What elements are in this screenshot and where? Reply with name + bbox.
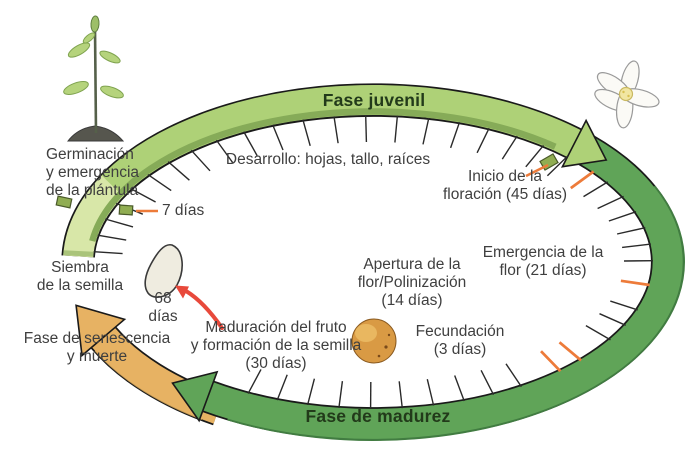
label-7-dias: 7 días [162,202,205,219]
label-fecundacion: Fecundación (3 días) [415,323,505,358]
day-tick [306,378,316,406]
flower-center [618,86,634,102]
label-emergencia-flor: Emergencia de la flor (21 días) [482,244,604,279]
day-tick [622,243,651,249]
band-juvenil [61,83,608,258]
day-tick [616,227,646,235]
day-tick [365,115,368,143]
phase-label-juvenil: Fase juvenil [322,90,426,110]
day-tick [247,369,262,394]
label-inicio-floracion: Inicio de la floración (45 días) [442,168,568,203]
day-tick [97,234,127,241]
phase-label-madurez: Fase de madurez [305,406,451,426]
day-tick [215,139,234,163]
day-tick [302,119,311,146]
seedling-illustration [63,15,125,142]
leaf [67,42,91,58]
milestone-tab [55,195,73,209]
day-tick [608,211,637,222]
day-tick [620,279,650,287]
juvenil-start-cap [63,250,94,257]
madurez-arrowhead [171,370,219,423]
day-tick [147,174,172,192]
day-tick [569,170,595,190]
day-tick [585,324,611,341]
day-tick [501,135,518,160]
day-tick [599,313,626,326]
day-tick [272,124,284,151]
flower-illustration [594,60,660,129]
day-tick [167,161,190,181]
day-tick [476,127,490,154]
juvenil-arrowhead [560,118,608,168]
day-tick [480,369,495,396]
seed-illustration [144,243,183,298]
label-desarrollo: Desarrollo: hojas, tallo, raíces [225,151,431,168]
day-tick [426,379,435,406]
tick-marks [93,115,654,410]
label-maduracion: Maduración del fruto y formación de la s… [190,319,362,372]
day-tick [597,195,624,210]
day-tick [454,375,465,402]
day-tick [610,300,638,311]
day-tick [540,350,562,373]
leaf [100,85,124,99]
bud [90,15,100,33]
leaf [63,81,89,95]
day-tick [276,374,288,401]
day-tick [449,121,461,149]
day-tick [105,218,134,228]
day-tick [333,116,339,144]
label-germinacion: Germinación y emergencia de la plántula [46,146,140,199]
day-tick [422,117,430,145]
day-tick [558,341,582,362]
milestone-tab [118,204,134,216]
day-tick [398,381,403,409]
day-tick [394,115,399,143]
label-68-dias: 68 días [148,290,178,325]
day-tick [525,144,545,168]
senescencia-arrowhead [75,304,127,358]
day-tick [130,187,156,203]
day-tick [243,131,258,156]
day-tick [338,381,344,408]
pointer-lines [136,163,549,213]
label-siembra: Siembra de la semilla [36,259,124,294]
day-tick [583,181,609,198]
pointer-inicio-floracion [525,163,549,178]
leaf [82,32,96,44]
red-arrow [175,285,224,330]
day-tick [505,363,522,388]
phase-label-senescencia: Fase de senescencia y muerte [23,330,171,365]
band-madurez [171,134,685,441]
leaf [99,50,121,64]
label-apertura: Apertura de la flor/Polinización (14 día… [357,256,467,309]
day-tick [546,155,568,177]
fruit-illustration [351,318,397,364]
day-tick [190,149,211,172]
day-tick [93,251,123,255]
